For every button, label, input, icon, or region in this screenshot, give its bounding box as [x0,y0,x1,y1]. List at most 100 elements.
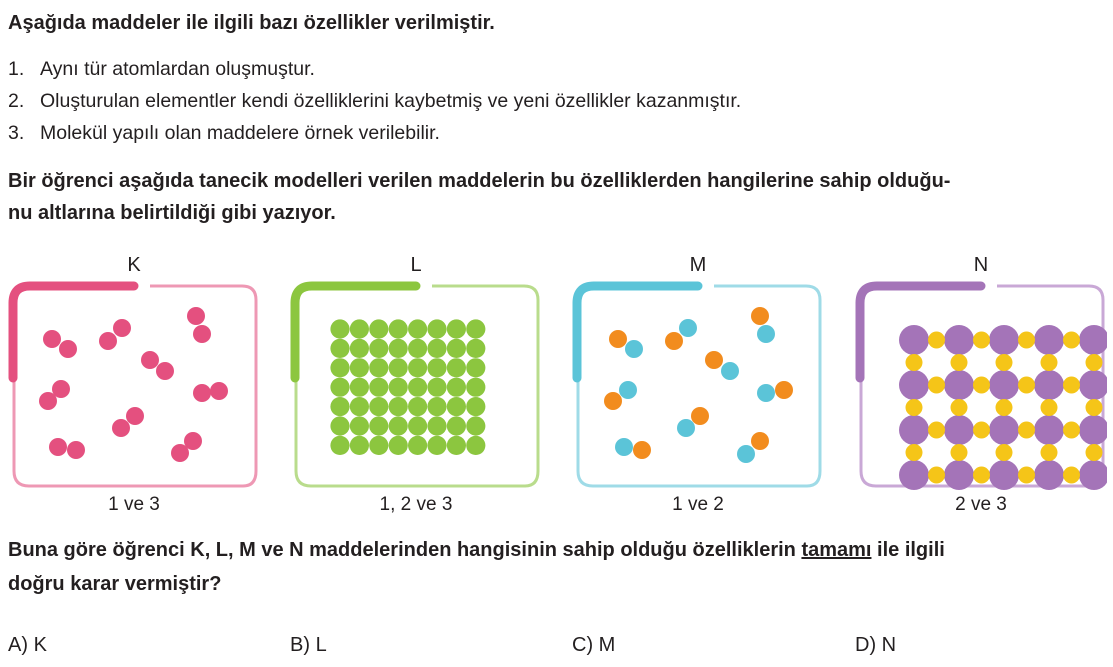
particle [995,444,1013,461]
particle [330,338,350,358]
particle [349,319,369,339]
property-number: 1. [8,58,25,80]
particle [446,377,466,397]
option-d[interactable]: D) N [855,634,896,657]
particle [1018,376,1035,394]
particle [388,416,408,436]
particle [989,370,1019,400]
question-post: ile ilgili [871,539,945,561]
particle [973,466,990,484]
particle [973,376,990,394]
model-caption: 2 ve 3 [955,494,1007,515]
option-a[interactable]: A) K [8,634,47,657]
particle [944,460,974,490]
property-item: 1. Aynı tür atomlardan oluşmuştur. [8,58,315,81]
particle [1040,399,1058,416]
particle [427,319,447,339]
particle [905,354,923,371]
particle [349,416,369,436]
particle [330,358,350,378]
particle [330,319,350,339]
model-caption: 1, 2 ve 3 [379,494,453,515]
particle [349,377,369,397]
model-caption: 1 ve 2 [672,494,724,515]
model-box-k: K 1 ve 3 [8,254,260,515]
particle [1034,325,1064,355]
question-pre: Buna göre öğrenci K, L, M ve N maddeleri… [8,539,802,561]
particle [899,325,929,355]
model-label: M [689,254,707,276]
particle [1018,466,1035,484]
model-label: L [410,254,422,276]
particle [330,435,350,455]
particle [466,319,486,339]
particle [369,397,389,417]
option-letter: B) [290,634,310,656]
particle [1040,444,1058,461]
option-b[interactable]: B) L [290,634,327,657]
prompt-line-1: Bir öğrenci aşağıda tanecik modelleri ve… [8,170,951,192]
particle [950,444,968,461]
particle [899,370,929,400]
particle [446,319,466,339]
particle [1034,460,1064,490]
particle [1063,421,1080,439]
particle [388,397,408,417]
particle [388,435,408,455]
particle [408,416,428,436]
intro-text: Aşağıda maddeler ile ilgili bazı özellik… [8,12,495,34]
particle [349,397,369,417]
particle [408,435,428,455]
option-text: L [315,634,327,656]
particle [1063,376,1080,394]
particle [466,435,486,455]
particle [369,338,389,358]
particle [427,338,447,358]
particle [349,435,369,455]
particle [989,460,1019,490]
particle [466,397,486,417]
model-box-l: L 1, 2 ve 3 [290,254,542,515]
particle [330,377,350,397]
particle [1034,415,1064,445]
property-number: 2. [8,90,25,112]
option-text: N [881,634,897,656]
particle [427,416,447,436]
option-letter: C) [572,634,594,656]
particle [1085,354,1103,371]
particle [408,338,428,358]
particle [446,397,466,417]
particle [349,338,369,358]
particle [1079,460,1107,490]
particle [408,319,428,339]
particle [1079,370,1107,400]
particle-model-n [855,281,1107,490]
particle [989,325,1019,355]
particle [388,338,408,358]
particle [944,325,974,355]
model-label: K [127,254,141,276]
property-item: 2.Oluşturulan elementler kendi özellikle… [8,90,741,113]
prompt-line-2: nu altlarına belirtildiği gibi yazıyor. [8,202,336,224]
particle [1085,399,1103,416]
particle [427,435,447,455]
question-underlined: tamamı [801,539,872,561]
property-number: 3. [8,122,25,144]
particle [466,358,486,378]
particle [330,397,350,417]
particle [388,319,408,339]
particle [995,354,1013,371]
particle [1079,325,1107,355]
particle [1063,331,1080,349]
particle [944,415,974,445]
particle [369,358,389,378]
particle [388,358,408,378]
particle [973,331,990,349]
particle [1063,466,1080,484]
model-box-m: M 1 ve 2 [572,254,824,515]
property-text: Molekül yapılı olan maddelere örnek veri… [40,122,440,144]
particle [446,435,466,455]
option-c[interactable]: C) M [572,634,615,657]
particle [899,460,929,490]
property-text: Aynı tür atomlardan oluşmuştur. [40,58,315,80]
